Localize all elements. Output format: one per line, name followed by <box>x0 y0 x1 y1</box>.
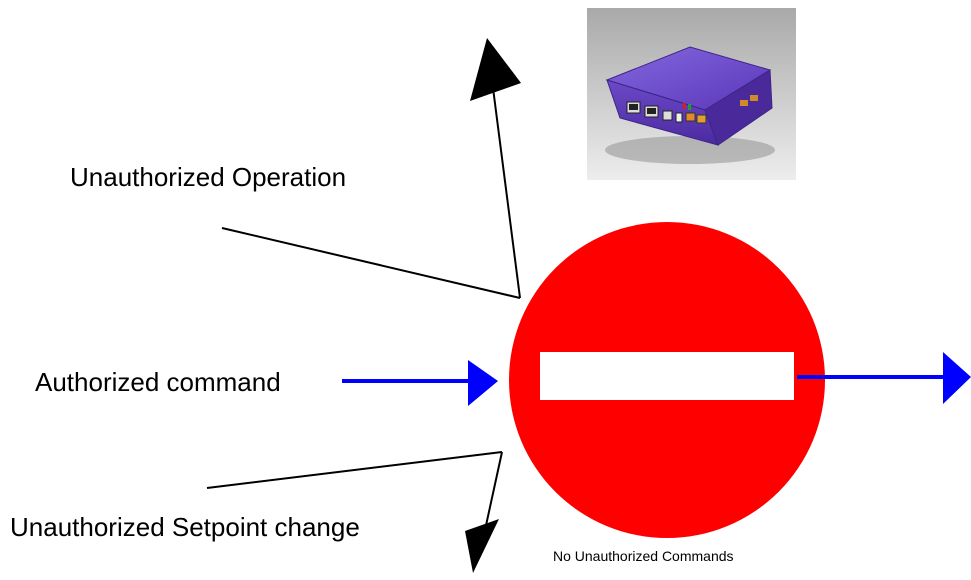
authorized-command-arrow <box>342 360 498 406</box>
right-arrow-icon <box>468 360 498 406</box>
sign-caption: No Unauthorized Commands <box>553 548 734 564</box>
no-entry-sign <box>509 222 825 538</box>
authorized-command-label: Authorized command <box>35 367 281 397</box>
unauthorized-operation-label: Unauthorized Operation <box>70 162 347 192</box>
up-arrow-icon <box>470 38 521 101</box>
authorized-output-arrow <box>797 352 971 404</box>
controller-device-photo <box>587 8 796 180</box>
unauthorized-setpoint-change-label: Unauthorized Setpoint change <box>10 512 360 542</box>
right-arrow-icon <box>943 352 971 404</box>
unauthorized-setpoint-path <box>206 451 503 573</box>
down-arrow-icon <box>465 519 499 573</box>
unauthorized-operation-path <box>221 38 521 299</box>
